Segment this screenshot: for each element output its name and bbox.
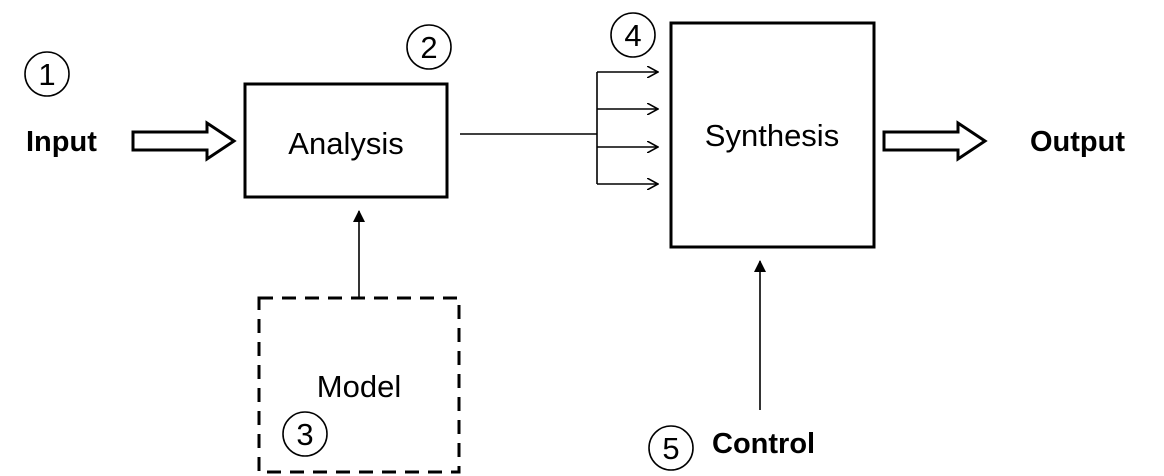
model-label: Model (317, 369, 401, 404)
marker-2: 2 (406, 24, 452, 70)
control-label: Control (712, 428, 815, 460)
marker-4: 4 (610, 12, 656, 58)
input-label: Input (26, 126, 97, 158)
marker-3: 3 (282, 411, 328, 457)
input-arrow (131, 120, 237, 162)
output-label: Output (1030, 126, 1125, 158)
marker-5: 5 (648, 425, 694, 471)
marker-5-text: 5 (662, 431, 679, 466)
marker-3-text: 3 (296, 417, 313, 452)
synthesis-box (669, 21, 876, 249)
analysis-label: Analysis (288, 126, 403, 161)
marker-1: 1 (24, 51, 70, 97)
synthesis-label: Synthesis (705, 118, 839, 153)
analysis-box (243, 82, 449, 199)
marker-1-text: 1 (38, 57, 55, 92)
marker-2-text: 2 (420, 30, 437, 65)
output-arrow (882, 120, 988, 162)
marker-4-text: 4 (624, 18, 641, 53)
